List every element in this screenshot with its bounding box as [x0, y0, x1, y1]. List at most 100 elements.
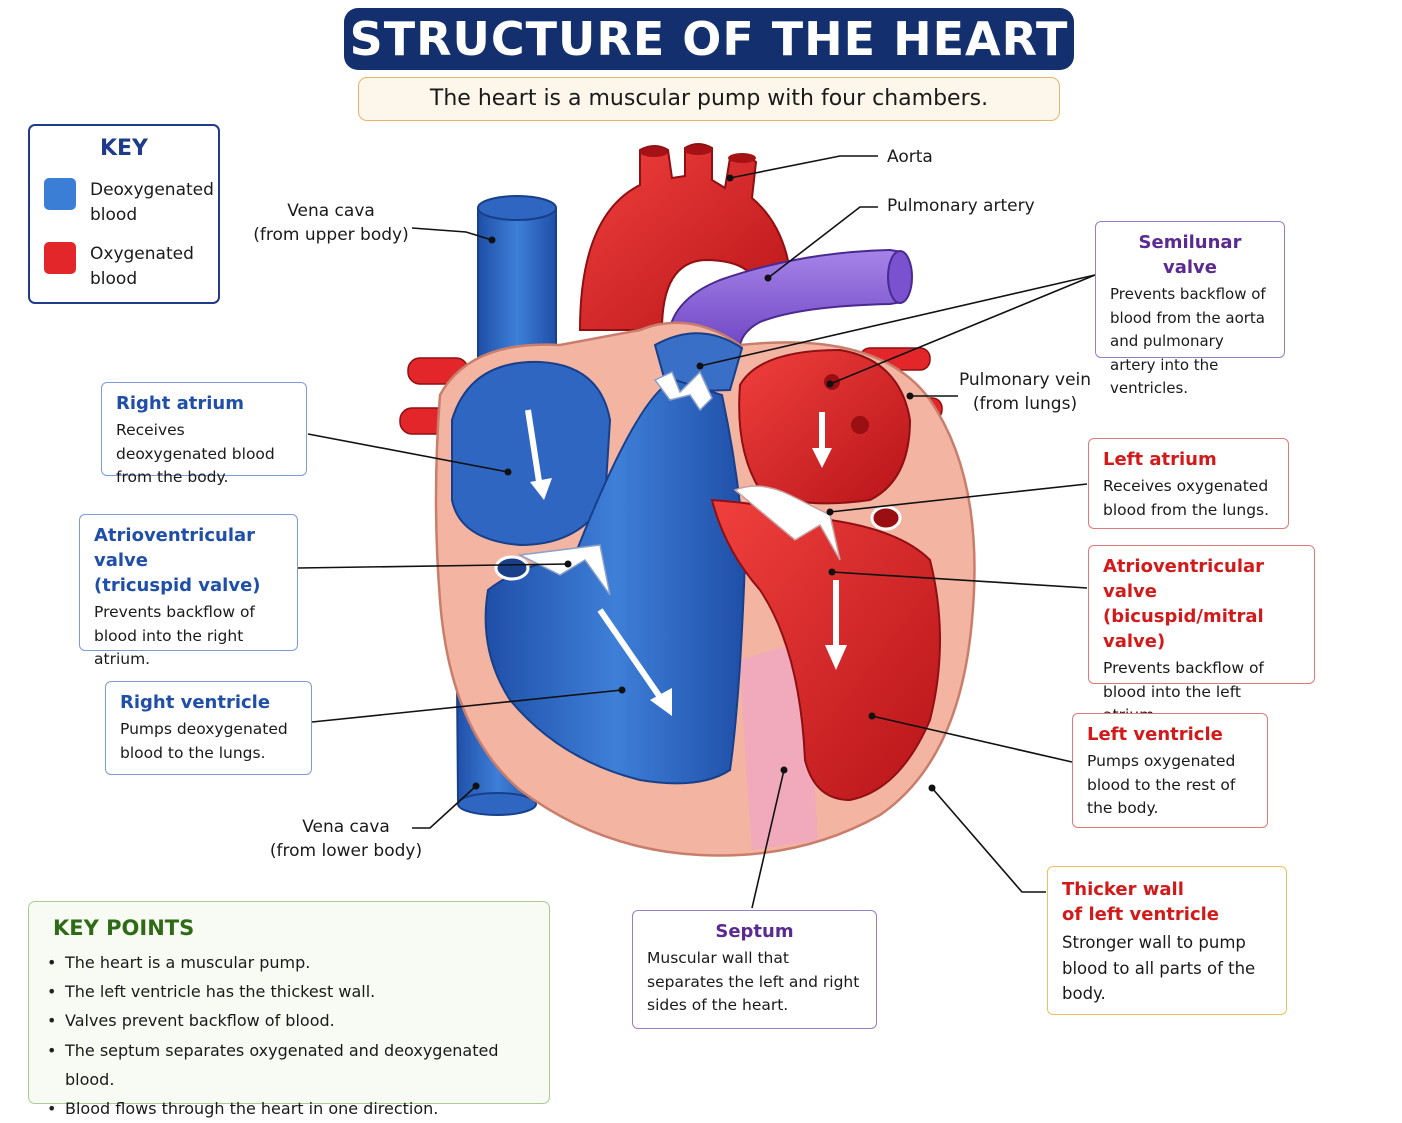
page-subtitle: The heart is a muscular pump with four c… — [358, 77, 1060, 121]
right-ventricle-title: Right ventricle — [120, 692, 271, 713]
leader-dot-left-atrium — [826, 508, 834, 516]
leader-right-atrium — [307, 433, 509, 473]
key-points-title: KEY POINTS — [53, 916, 195, 940]
mitral-valve-ring — [870, 505, 902, 531]
vena-cava-upper-opening — [477, 195, 557, 221]
key-point-item: The left ventricle has the thickest wall… — [45, 977, 533, 1006]
aorta-label: Aorta — [887, 147, 933, 167]
leader-dot-thicker-wall — [928, 784, 936, 792]
leader-lines — [297, 155, 1096, 909]
septum-title: Septum — [715, 921, 794, 942]
leader-thicker-wall — [931, 787, 1046, 893]
mitral-valve-title-2: (bicuspid/mitral valve) — [1103, 606, 1264, 652]
left-atrium-box: Left atrium Receives oxygenated blood fr… — [1088, 438, 1289, 529]
aorta-branch-3 — [728, 153, 756, 163]
right-ventricle-desc: Pumps deoxygenated blood to the lungs. — [120, 720, 288, 762]
leader-dot-pulmonary-vein — [906, 392, 914, 400]
key-legend: KEY Deoxygenated blood Oxygenated blood — [28, 124, 220, 304]
leader-pulmonary-artery — [767, 206, 878, 279]
pulmonary-vein-opening-2 — [851, 416, 869, 434]
deoxygenated-swatch — [44, 178, 76, 210]
leader-vena-cava-upper — [411, 227, 493, 241]
aorta-branch-1 — [640, 147, 668, 157]
key-points-list: The heart is a muscular pump. The left v… — [45, 948, 533, 1123]
leader-left-atrium — [829, 483, 1088, 513]
vena-cava-upper-label: Vena cava (from upper body) — [246, 199, 416, 247]
flow-arrowhead-left-atrium — [812, 448, 832, 468]
aorta-branch-2 — [684, 145, 712, 155]
leader-dot-semilunar-2 — [826, 380, 834, 388]
pulmonary-artery-vessel — [666, 248, 903, 362]
oxygenated-swatch — [44, 242, 76, 274]
mitral-valve-title-1: Atrioventricular valve — [1103, 556, 1265, 602]
left-atrium-title: Left atrium — [1103, 449, 1217, 470]
mitral-valve-box: Atrioventricular valve (bicuspid/mitral … — [1088, 545, 1315, 724]
left-atrium-desc: Receives oxygenated blood from the lungs… — [1103, 477, 1270, 519]
leader-vena-cava-lower — [412, 785, 477, 829]
right-atrium-desc: Receives deoxygenated blood from the bod… — [116, 421, 275, 486]
pulmonary-artery-label: Pulmonary artery — [887, 196, 1035, 216]
page-title: STRUCTURE OF THE HEART — [344, 8, 1074, 70]
flow-arrowhead-left-ventricle — [825, 645, 847, 670]
leader-dot-right-ventricle — [618, 686, 626, 694]
leader-dot-mitral — [828, 568, 836, 576]
thicker-wall-desc: Stronger wall to pump blood to all parts… — [1062, 933, 1256, 1003]
thicker-wall-box: Thicker wall of left ventricle Stronger … — [1047, 866, 1287, 1015]
thicker-wall-title-2: of left ventricle — [1062, 904, 1219, 925]
key-point-item: Blood flows through the heart in one dir… — [45, 1094, 533, 1123]
deoxygenated-label: Deoxygenated blood — [90, 180, 214, 225]
vena-cava-lower-label-line1: Vena cava — [302, 817, 390, 837]
semilunar-valve-box: Semilunar valve Prevents backflow of blo… — [1095, 221, 1285, 397]
pulmonary-trunk-chamber — [653, 332, 744, 394]
leader-semilunar-1 — [699, 274, 1096, 367]
mitral-valve-shape — [733, 485, 841, 561]
key-title: KEY — [99, 136, 148, 161]
vena-cava-lower-opening — [457, 792, 537, 816]
leader-mitral — [831, 571, 1088, 589]
flow-arrowhead-right-ventricle — [650, 688, 672, 716]
vena-cava-upper-label-line2: (from upper body) — [253, 225, 409, 245]
left-ventricle-title: Left ventricle — [1087, 724, 1223, 745]
tricuspid-valve-title-2: (tricuspid valve) — [94, 575, 261, 596]
right-atrium-title: Right atrium — [116, 393, 244, 414]
key-point-item: The septum separates oxygenated and deox… — [45, 1036, 533, 1094]
leader-semilunar-2 — [829, 274, 1096, 385]
semilunar-valve-title: Semilunar valve — [1138, 232, 1242, 278]
tricuspid-valve-shape — [517, 544, 611, 596]
leader-dot-aorta — [726, 174, 734, 182]
oxygenated-label: Oxygenated blood — [90, 244, 194, 289]
septum-desc: Muscular wall that separates the left an… — [647, 949, 860, 1014]
semilunar-valve-desc: Prevents backflow of blood from the aort… — [1110, 285, 1266, 397]
left-ventricle-desc: Pumps oxygenated blood to the rest of th… — [1087, 752, 1236, 817]
pulmonary-vein-label-line1: Pulmonary vein — [958, 370, 1092, 390]
right-atrium-chamber — [451, 360, 612, 547]
flow-arrow-right-ventricle — [597, 608, 665, 702]
leader-tricuspid — [297, 563, 569, 569]
leader-dot-right-atrium — [504, 468, 512, 476]
leader-septum — [751, 769, 785, 909]
leader-aorta — [729, 155, 878, 179]
pulmonary-artery-opening — [887, 250, 913, 304]
leader-left-ventricle — [871, 715, 1073, 763]
flow-arrow-right-atrium — [525, 409, 543, 489]
flow-arrowhead-right-atrium — [530, 478, 552, 500]
vena-cava-lower-label: Vena cava (from lower body) — [264, 815, 428, 863]
tricuspid-valve-ring — [494, 555, 530, 581]
leader-dot-vena-cava-upper — [488, 236, 496, 244]
leader-dot-vena-cava-lower — [472, 782, 480, 790]
left-ventricle-box: Left ventricle Pumps oxygenated blood to… — [1072, 713, 1268, 828]
semilunar-valve-pulmonary — [653, 370, 713, 412]
vena-cava-lower-label-line2: (from lower body) — [269, 841, 423, 861]
right-atrium-box: Right atrium Receives deoxygenated blood… — [101, 382, 307, 486]
tricuspid-valve-box: Atrioventricular valve (tricuspid valve)… — [79, 514, 298, 668]
vena-cava-upper-label-line1: Vena cava — [287, 201, 375, 221]
tricuspid-valve-title-1: Atrioventricular valve — [94, 525, 256, 571]
septum-box: Septum Muscular wall that separates the … — [632, 910, 877, 1029]
pulmonary-vein-label-line2: (from lungs) — [972, 394, 1078, 414]
leader-dot-semilunar-1 — [696, 362, 704, 370]
leader-dot-left-ventricle — [868, 712, 876, 720]
right-ventricle-chamber — [484, 378, 747, 785]
leader-dot-pulmonary-artery — [764, 274, 772, 282]
pulmonary-vein-label: Pulmonary vein (from lungs) — [950, 368, 1100, 416]
